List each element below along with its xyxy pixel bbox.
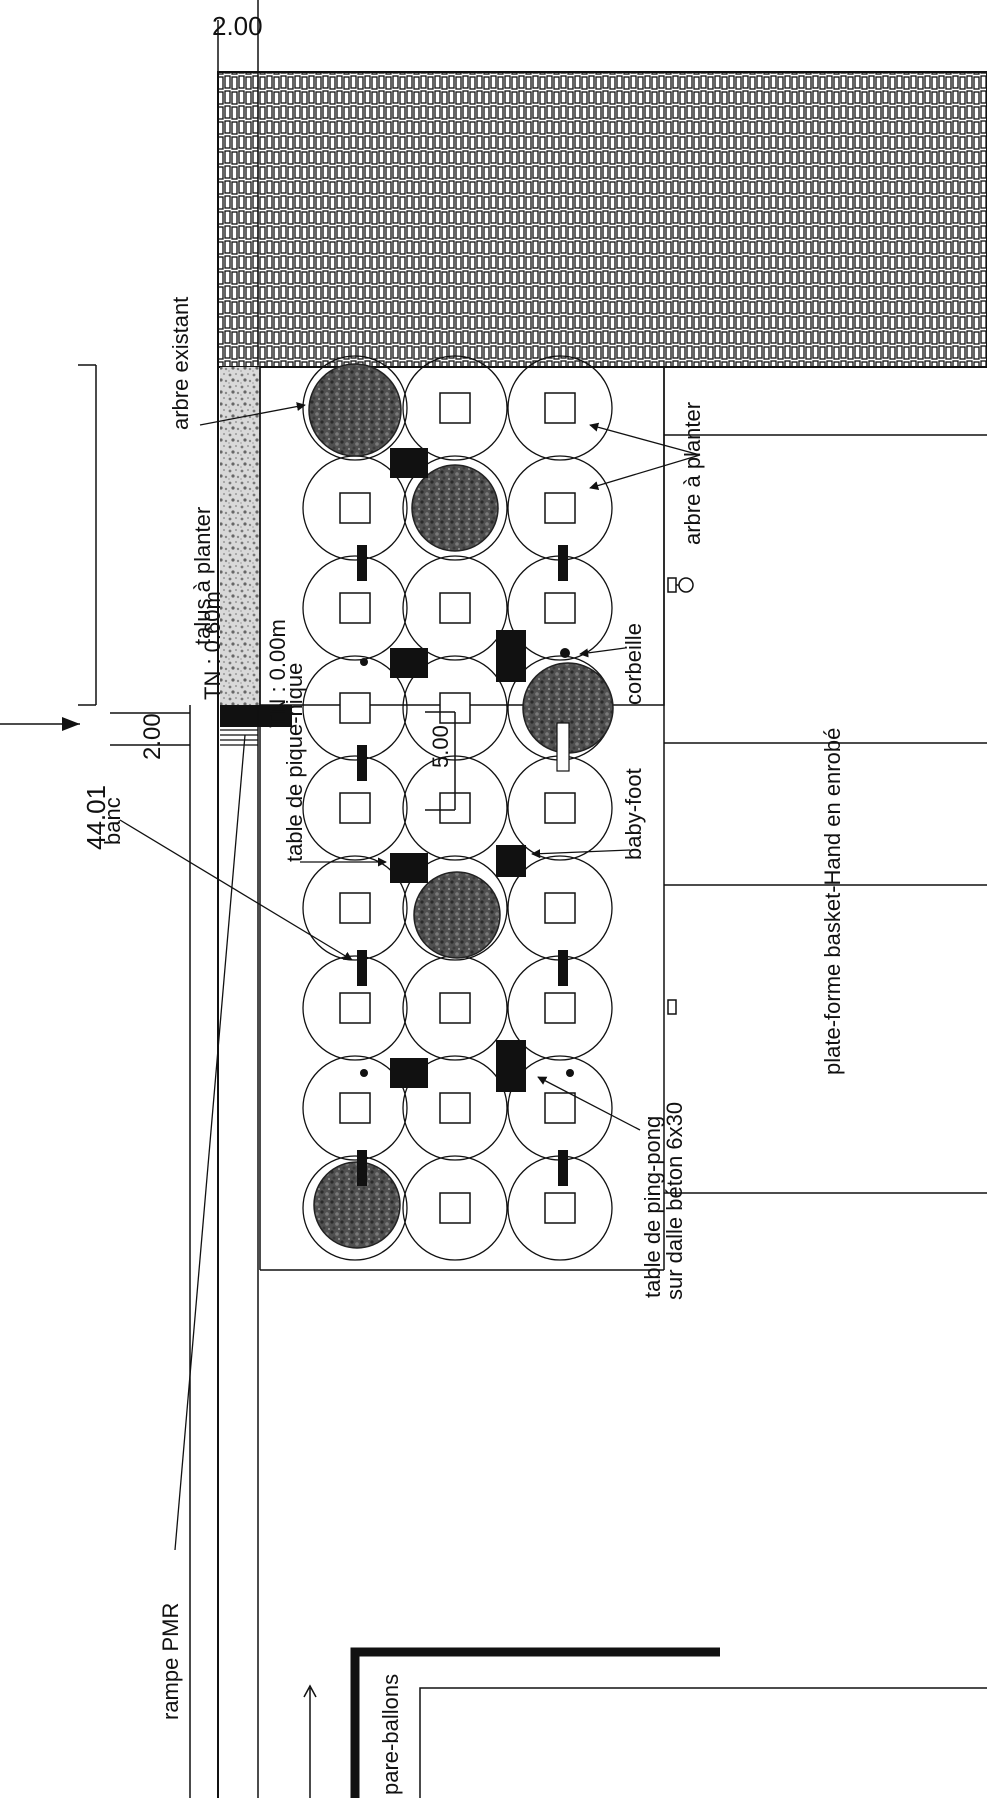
hoop-marker-2 <box>667 999 677 1015</box>
picnic-tables <box>390 448 428 1088</box>
leader-lines <box>119 402 701 1551</box>
planted-tree-canopy <box>413 871 501 959</box>
label-arbre-existant: arbre existant <box>168 297 193 430</box>
bench-under-tree <box>556 722 570 772</box>
spacing-dimension <box>425 711 456 811</box>
dim-bottom-label: 2.00 <box>139 713 166 760</box>
label-dalle: sur dalle béton 6x30 <box>662 1102 687 1300</box>
length-dimension <box>78 364 97 706</box>
planted-tree-canopy <box>411 464 499 552</box>
ping-pong-table <box>496 1040 526 1092</box>
ball-fence <box>350 1647 720 1798</box>
label-plateforme: plate-forme basket-Hand en enrobé <box>820 728 845 1075</box>
tree-canopies <box>308 363 614 1249</box>
label-talus: talus à planter <box>190 507 215 645</box>
label-tn-060: TN : 0.60m <box>200 591 225 700</box>
dim-length-label: 44.01 <box>81 785 111 850</box>
baby-foot-table <box>496 845 526 877</box>
dim-top-label: 2.00 <box>212 11 263 41</box>
label-banc: banc <box>100 797 125 845</box>
arrow-icon <box>62 717 80 731</box>
hedge-strip <box>220 367 260 705</box>
benches <box>357 545 568 1186</box>
tree-pits <box>339 392 576 1224</box>
ramp <box>220 705 292 727</box>
waste-bins <box>360 648 574 1077</box>
hoop-marker <box>667 577 677 593</box>
dim-spacing-label: 5.00 <box>428 725 453 768</box>
label-corbeille: corbeille <box>621 623 646 705</box>
label-ping-pong: table de ping-pong <box>640 1116 665 1298</box>
existing-tree-canopy <box>308 363 402 457</box>
label-rampe: rampe PMR <box>158 1603 183 1720</box>
paved-area <box>217 71 987 368</box>
label-pare-ballons: pare-ballons <box>378 1674 403 1795</box>
label-tn-000: TN : 0.00m <box>265 619 290 728</box>
ping-pong-table <box>496 630 526 682</box>
label-arbre-a-planter: arbre à planter <box>680 402 705 545</box>
label-table-pique-nique: table de pique-nique <box>282 663 307 862</box>
label-baby-foot: baby-foot <box>621 768 646 860</box>
